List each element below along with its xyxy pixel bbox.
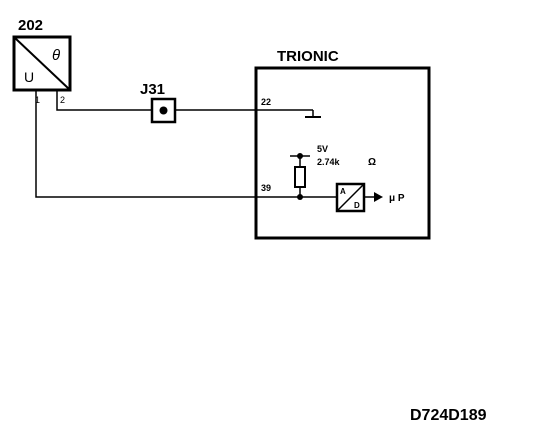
- ecu-pin-22-label: 22: [261, 97, 271, 107]
- ecu-pin-39-label: 39: [261, 183, 271, 193]
- j31-connector: [150, 97, 177, 124]
- ecu-box: [254, 66, 431, 240]
- resistor-unit-label: Ω: [368, 157, 376, 168]
- sensor-u-symbol: U: [24, 69, 34, 85]
- resistor-value-label: 2.74k: [317, 157, 341, 167]
- sensor-pin2-label: 2: [60, 95, 65, 105]
- adc-a-label: A: [340, 187, 346, 196]
- arrow-to-microprocessor: [374, 192, 383, 202]
- figure-code: D724D189: [410, 407, 487, 424]
- ecu-title: TRIONIC: [277, 48, 339, 65]
- temperature-sensor: θ U: [12, 35, 72, 92]
- sensor-id-label: 202: [18, 17, 43, 34]
- connector-label: J31: [140, 81, 165, 98]
- connector-pin-dot: [159, 106, 168, 115]
- wire-pin2-to-j31: [56, 90, 152, 111]
- microprocessor-label: μ P: [389, 193, 405, 204]
- adc-diagonal: [337, 184, 364, 211]
- ground-symbol: [305, 110, 321, 118]
- pull-up-network: [290, 153, 310, 200]
- sensor-diagonal: [14, 37, 70, 90]
- adc-d-label: D: [354, 201, 360, 210]
- wire-pin1-to-ecu: [35, 90, 300, 198]
- supply-voltage-label: 5V: [317, 144, 328, 154]
- ad-converter: A D: [335, 182, 366, 213]
- sensor-theta-symbol: θ: [52, 47, 60, 64]
- pull-up-resistor: [294, 166, 306, 188]
- sensor-pin1-label: 1: [35, 95, 40, 105]
